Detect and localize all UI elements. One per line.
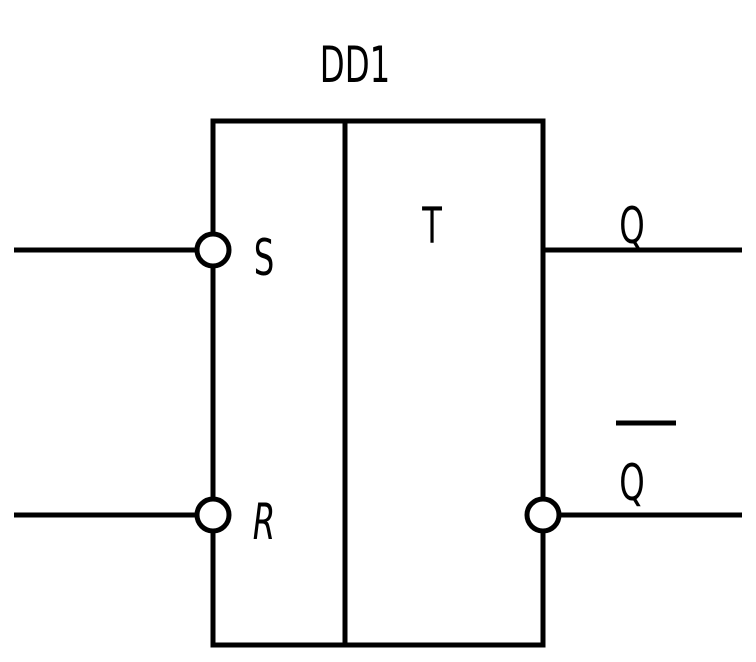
output-pin-q-bar: Q [524, 420, 742, 534]
input-pin-r: R [14, 494, 275, 552]
output-pin-q: Q [543, 198, 742, 256]
input-pin-s: S [14, 230, 275, 288]
component-body [210, 118, 546, 648]
input-label-s: S [254, 230, 275, 287]
inversion-bubble-r [194, 496, 232, 534]
input-label-r: R [253, 494, 275, 551]
inversion-bubble-s [194, 231, 232, 269]
component-designator: DD1 [320, 37, 390, 94]
inversion-bubble-q-bar [524, 496, 562, 534]
output-label-q: Q [619, 198, 644, 255]
output-label-q-bar: Q [619, 455, 644, 512]
function-label: T [421, 198, 442, 255]
